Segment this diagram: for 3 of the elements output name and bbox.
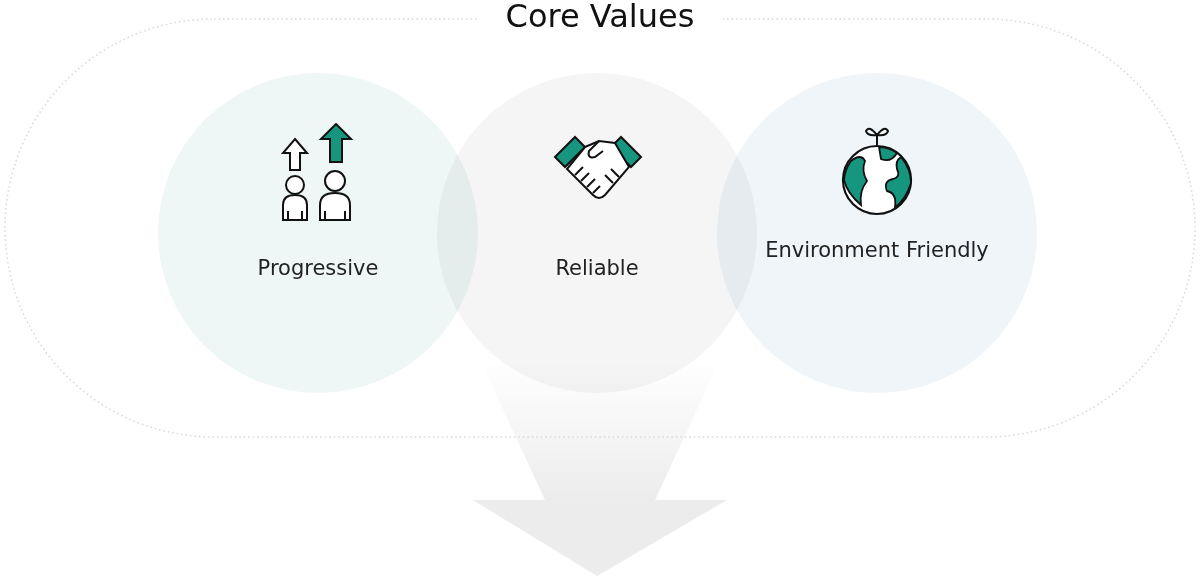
- value-label: Environment Friendly: [764, 237, 990, 264]
- value-label: Progressive: [256, 255, 380, 282]
- value-label: Reliable: [554, 255, 640, 282]
